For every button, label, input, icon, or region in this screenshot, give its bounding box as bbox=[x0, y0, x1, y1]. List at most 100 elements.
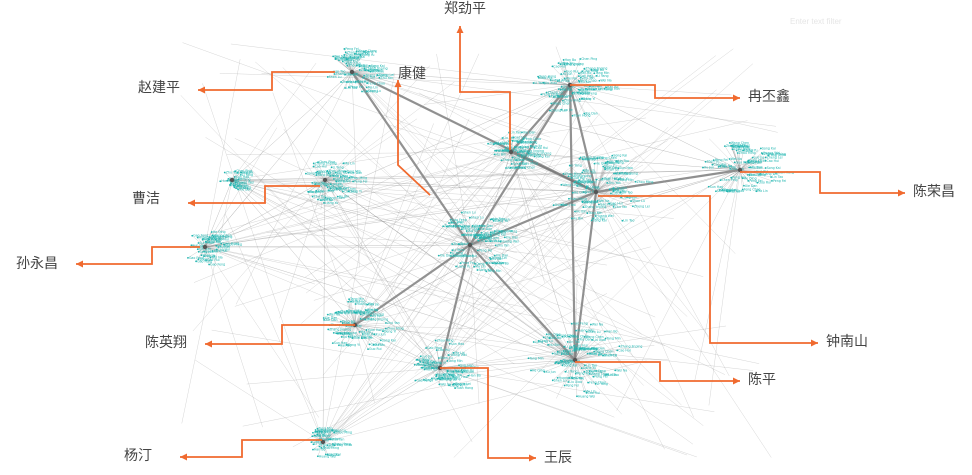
author-name: Lin Tao bbox=[346, 86, 357, 90]
author-name: Zheng Lei bbox=[378, 73, 394, 77]
hub-edge bbox=[574, 191, 597, 361]
cluster-edge bbox=[533, 82, 571, 86]
author-name: Tang Min bbox=[453, 383, 468, 387]
author-node bbox=[422, 379, 425, 381]
hub-node bbox=[349, 69, 355, 75]
author-node bbox=[459, 262, 462, 265]
author-node bbox=[578, 75, 580, 78]
author-name: Cao Hui bbox=[438, 348, 451, 352]
author-name: Li Yang bbox=[314, 442, 325, 446]
cluster-edge bbox=[469, 244, 493, 264]
author-node bbox=[614, 178, 616, 180]
cross-edge bbox=[510, 151, 545, 283]
author-node bbox=[345, 81, 348, 83]
author-node bbox=[540, 93, 543, 96]
author-node bbox=[239, 173, 242, 176]
author-node bbox=[474, 234, 477, 236]
author-name: Zhang Jinping bbox=[519, 153, 541, 157]
author-name: Hu Bin bbox=[576, 209, 587, 213]
author-name: Hu Bin bbox=[433, 376, 444, 380]
author-name: Huang Wei bbox=[580, 157, 597, 161]
label-zhao-jianping: 赵建平 bbox=[138, 80, 180, 96]
author-name: Shen Lu bbox=[707, 160, 720, 164]
cluster-edge bbox=[720, 169, 741, 181]
author-name: Wang Chen bbox=[492, 218, 510, 222]
author-name: Wang Chen bbox=[448, 225, 466, 229]
hub-edge bbox=[469, 84, 571, 246]
author-node bbox=[551, 379, 554, 382]
leader-arrowhead bbox=[456, 26, 464, 33]
author-node bbox=[339, 332, 342, 335]
cluster-edge bbox=[510, 145, 531, 153]
author-name: Sun Hao bbox=[192, 243, 205, 247]
author-name: Xie Dan bbox=[506, 235, 518, 239]
author-node bbox=[492, 143, 495, 146]
hub-edge bbox=[204, 71, 353, 248]
author-node bbox=[487, 142, 489, 145]
author-node bbox=[311, 181, 314, 184]
author-name: Guo Rui bbox=[487, 239, 500, 243]
hub-edge bbox=[204, 246, 576, 361]
author-node bbox=[367, 348, 369, 351]
cluster-edge bbox=[352, 324, 356, 339]
author-name: Yuan Hong bbox=[317, 428, 334, 432]
author-name: Lin Tao bbox=[579, 91, 590, 95]
author-node bbox=[348, 176, 351, 179]
author-node bbox=[563, 345, 566, 348]
author-node bbox=[355, 64, 358, 67]
author-node bbox=[574, 180, 577, 183]
author-node bbox=[729, 167, 732, 170]
author-name: Liu Xiao bbox=[750, 166, 763, 170]
author-node bbox=[449, 218, 452, 221]
author-node bbox=[614, 369, 617, 372]
author-node bbox=[608, 202, 611, 205]
author-name: Sun Hao bbox=[580, 74, 593, 78]
author-node bbox=[571, 114, 574, 117]
author-name: Yuan Hong bbox=[463, 225, 480, 229]
author-name: Zhou Ming bbox=[749, 173, 766, 177]
author-name: Xie Dan bbox=[440, 254, 452, 258]
author-name: He Qing bbox=[595, 162, 608, 166]
author-node bbox=[353, 53, 356, 55]
author-name: Song Kai bbox=[521, 145, 535, 149]
author-node bbox=[347, 300, 350, 303]
author-name: Gao Feng bbox=[452, 218, 467, 222]
author-name: Shen Lu bbox=[203, 253, 216, 257]
cross-edge bbox=[595, 191, 772, 458]
label-zhong-nanshan: 钟南山 bbox=[826, 333, 868, 350]
author-name: Li Yang bbox=[239, 177, 250, 181]
cluster-edge bbox=[574, 346, 620, 361]
author-name: Luo Jie bbox=[368, 303, 379, 307]
cluster-edge bbox=[595, 178, 603, 193]
hub-edge bbox=[469, 244, 576, 361]
leader-line bbox=[188, 185, 320, 204]
author-name: Guo Rui bbox=[566, 69, 579, 73]
author-name: Xie Dan bbox=[325, 318, 337, 322]
author-node bbox=[596, 157, 599, 160]
author-node bbox=[360, 337, 363, 339]
author-node bbox=[575, 347, 578, 350]
author-node bbox=[341, 322, 344, 324]
author-node bbox=[743, 184, 745, 187]
author-node bbox=[750, 166, 752, 169]
author-node bbox=[704, 160, 707, 163]
author-node bbox=[491, 218, 493, 220]
author-node bbox=[557, 95, 559, 97]
author-name: Sun Hao bbox=[232, 181, 245, 185]
cross-edge bbox=[439, 345, 655, 369]
author-name: Shen Lu bbox=[749, 159, 762, 163]
author-name: Xie Dan bbox=[239, 188, 251, 192]
author-node bbox=[549, 79, 552, 81]
author-name: He Qing bbox=[213, 230, 226, 234]
cross-edge bbox=[305, 151, 512, 278]
author-node bbox=[702, 166, 704, 169]
author-node bbox=[489, 256, 491, 259]
cluster-edge bbox=[595, 155, 613, 193]
cluster-edge bbox=[417, 359, 441, 369]
author-name: Zhang Jinping bbox=[365, 74, 387, 78]
author-name: Yuan Hong bbox=[577, 179, 594, 183]
author-name: Li Yang bbox=[588, 185, 599, 189]
cluster-edge bbox=[438, 244, 471, 256]
author-name: Shen Lu bbox=[330, 188, 343, 192]
